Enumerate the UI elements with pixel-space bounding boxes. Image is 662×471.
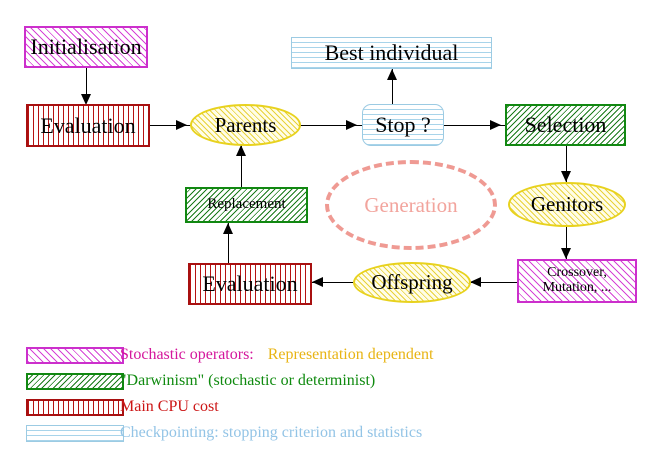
node-evaluation-top[interactable]: Evaluation <box>26 104 150 147</box>
node-crossover-line2: Mutation, ... <box>542 280 612 295</box>
node-selection-label: Selection <box>524 112 607 138</box>
node-replacement[interactable]: Replacement <box>185 187 308 223</box>
legend-label-stochastic-operators: Stochastic operators: Representation dep… <box>120 346 433 364</box>
node-evaluation-top-label: Evaluation <box>40 112 136 138</box>
node-parents[interactable]: Parents <box>190 104 301 146</box>
edge-stop-to-selection <box>444 125 506 126</box>
edge-offspring-to-eval <box>312 282 354 283</box>
arrowhead-selection-to-genitors <box>561 171 571 182</box>
edge-stop-to-best <box>392 69 393 105</box>
node-evaluation-bottom[interactable]: Evaluation <box>188 263 312 305</box>
legend-label-checkpointing: Checkpointing: stopping criterion and st… <box>120 424 423 441</box>
node-stop-label: Stop ? <box>375 112 431 138</box>
arrowhead-offspring-to-eval <box>312 277 323 287</box>
arrowhead-crossover-to-offspring <box>470 277 481 287</box>
node-replacement-label: Replacement <box>207 196 286 213</box>
legend-label-main-cpu-cost: Main CPU cost <box>120 398 219 415</box>
node-genitors-label: Genitors <box>530 192 604 217</box>
legend-row: Stochastic operators: Representation dep… <box>0 342 662 368</box>
edge-eval-to-parents <box>150 125 192 126</box>
node-genitors[interactable]: Genitors <box>508 182 626 227</box>
legend-row: Checkpointing: stopping criterion and st… <box>0 420 662 446</box>
edge-parents-to-stop <box>300 125 362 126</box>
generation-label: Generation <box>364 192 458 217</box>
arrowhead-stop-to-selection <box>490 120 501 130</box>
node-offspring-label: Offspring <box>371 270 453 295</box>
node-crossover-line1: Crossover, <box>547 265 607 281</box>
legend-swatch-darwinism <box>26 372 124 390</box>
legend: Stochastic operators: Representation dep… <box>0 342 662 446</box>
node-initialisation-label: Initialisation <box>30 34 142 60</box>
edge-replacement-to-parents <box>241 145 242 188</box>
legend-swatch-checkpointing <box>26 424 124 442</box>
legend-row: Main CPU cost <box>0 394 662 420</box>
legend-swatch-stochastic-operators <box>26 346 124 364</box>
edge-crossover-to-offspring <box>470 282 518 283</box>
legend-label-darwinism: "Darwinism" (stochastic or determinist) <box>120 372 376 389</box>
edge-genitors-to-crossover <box>566 227 567 259</box>
arrowhead-eval-to-parents <box>176 120 187 130</box>
node-evaluation-bottom-label: Evaluation <box>202 271 298 297</box>
legend-row: "Darwinism" (stochastic or determinist) <box>0 368 662 394</box>
arrowhead-genitors-to-crossover <box>561 248 571 259</box>
edge-init-to-eval <box>86 68 87 100</box>
node-offspring[interactable]: Offspring <box>353 262 471 303</box>
generation-ellipse: Generation <box>325 160 497 250</box>
arrowhead-init-to-eval <box>81 94 91 105</box>
node-crossover-mutation[interactable]: Crossover, Mutation, ... <box>517 259 637 303</box>
legend-text-secondary: Representation dependent <box>267 346 434 363</box>
node-parents-label: Parents <box>214 112 277 137</box>
legend-swatch-main-cpu-cost <box>26 398 124 416</box>
arrowhead-eval-to-replacement <box>223 223 233 234</box>
arrowhead-replacement-to-parents <box>236 145 246 156</box>
node-best-individual[interactable]: Best individual <box>291 37 492 69</box>
edge-selection-to-genitors <box>566 146 567 182</box>
node-selection[interactable]: Selection <box>505 104 626 146</box>
node-best-individual-label: Best individual <box>324 40 459 66</box>
edge-eval-to-replacement <box>228 223 229 265</box>
node-stop[interactable]: Stop ? <box>362 104 444 146</box>
node-initialisation[interactable]: Initialisation <box>24 26 148 68</box>
arrowhead-stop-to-best <box>387 69 397 80</box>
arrowhead-parents-to-stop <box>346 120 357 130</box>
legend-text-primary: Stochastic operators: <box>120 346 254 363</box>
